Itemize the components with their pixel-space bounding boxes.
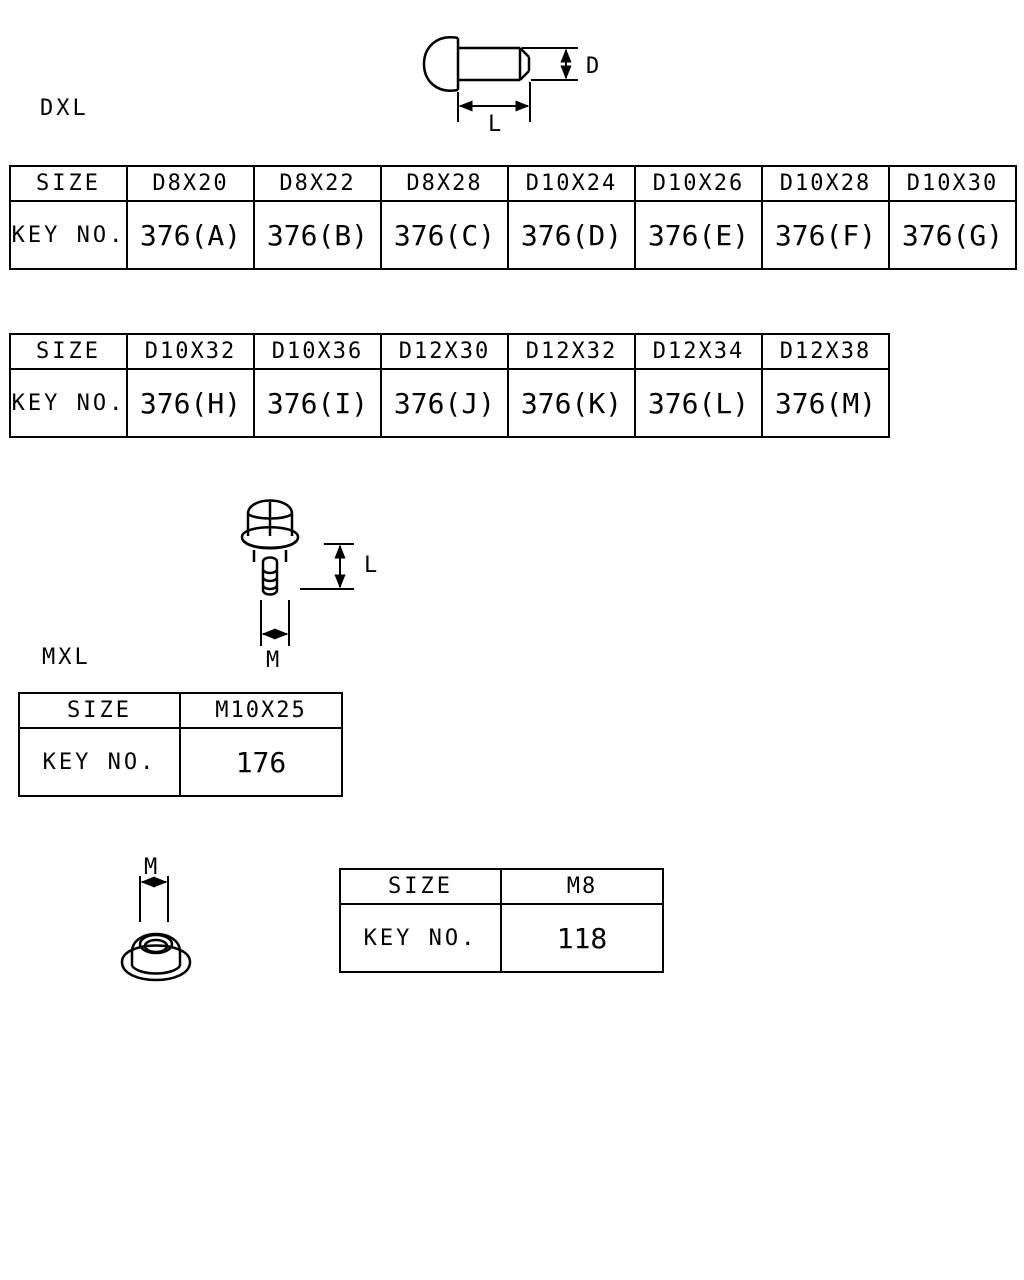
key-cell: 176 bbox=[179, 727, 343, 797]
bolt-dim-m-label: M bbox=[266, 648, 283, 673]
key-cell: 376(J) bbox=[380, 368, 509, 438]
key-cell: 376(F) bbox=[761, 200, 890, 270]
key-header-cell: KEY NO. bbox=[339, 903, 502, 973]
rivet-dimension-lines bbox=[457, 47, 578, 122]
size-cell: D8X28 bbox=[380, 165, 509, 202]
key-header-cell: KEY NO. bbox=[9, 368, 128, 438]
key-header-cell: KEY NO. bbox=[18, 727, 181, 797]
mxl-size-table: SIZE M10X25 KEY NO. 176 bbox=[18, 692, 343, 797]
rivet-dim-d-label: D bbox=[586, 54, 603, 79]
size-cell: D10X30 bbox=[888, 165, 1017, 202]
key-row: KEY NO. 376(A) 376(B) 376(C) 376(D) 376(… bbox=[9, 200, 1017, 270]
size-cell: D8X22 bbox=[253, 165, 382, 202]
size-row: SIZE M8 bbox=[339, 868, 664, 905]
key-cell: 376(D) bbox=[507, 200, 636, 270]
size-cell: D12X30 bbox=[380, 333, 509, 370]
key-row: KEY NO. 376(H) 376(I) 376(J) 376(K) 376(… bbox=[9, 368, 890, 438]
key-cell: 376(C) bbox=[380, 200, 509, 270]
size-cell: D10X36 bbox=[253, 333, 382, 370]
key-cell: 376(K) bbox=[507, 368, 636, 438]
size-header-cell: SIZE bbox=[18, 692, 181, 729]
key-cell: 376(E) bbox=[634, 200, 763, 270]
size-header-cell: SIZE bbox=[9, 165, 128, 202]
key-cell: 376(H) bbox=[126, 368, 255, 438]
key-row: KEY NO. 176 bbox=[18, 727, 343, 797]
dxl-section-label: DXL bbox=[40, 96, 89, 121]
size-cell: M8 bbox=[500, 868, 664, 905]
key-cell: 376(L) bbox=[634, 368, 763, 438]
bolt-illustration bbox=[240, 499, 300, 596]
dxl-size-table-1: SIZE D8X20 D8X22 D8X28 D10X24 D10X26 D10… bbox=[9, 165, 1017, 270]
dxl-size-table-2: SIZE D10X32 D10X36 D12X30 D12X32 D12X34 … bbox=[9, 333, 890, 438]
size-cell: D10X28 bbox=[761, 165, 890, 202]
size-row: SIZE D8X20 D8X22 D8X28 D10X24 D10X26 D10… bbox=[9, 165, 1017, 202]
mxl-section-label: MXL bbox=[42, 645, 91, 670]
size-cell: D12X32 bbox=[507, 333, 636, 370]
key-cell: 376(B) bbox=[253, 200, 382, 270]
bolt-dim-l-label: L bbox=[364, 553, 381, 578]
key-header-cell: KEY NO. bbox=[9, 200, 128, 270]
nut-illustration bbox=[120, 932, 192, 982]
nut-size-table: SIZE M8 KEY NO. 118 bbox=[339, 868, 664, 973]
rivet-illustration bbox=[422, 36, 531, 92]
size-header-cell: SIZE bbox=[339, 868, 502, 905]
nut-dim-m-label: M bbox=[144, 855, 161, 880]
size-cell: D10X32 bbox=[126, 333, 255, 370]
key-cell: 376(I) bbox=[253, 368, 382, 438]
size-cell: D10X26 bbox=[634, 165, 763, 202]
key-cell: 376(M) bbox=[761, 368, 890, 438]
bolt-dimension-lines bbox=[260, 543, 354, 646]
nut-dimension-lines bbox=[139, 876, 169, 922]
key-row: KEY NO. 118 bbox=[339, 903, 664, 973]
size-cell: D12X34 bbox=[634, 333, 763, 370]
size-header-cell: SIZE bbox=[9, 333, 128, 370]
size-cell: D8X20 bbox=[126, 165, 255, 202]
size-cell: D10X24 bbox=[507, 165, 636, 202]
key-cell: 376(A) bbox=[126, 200, 255, 270]
size-row: SIZE M10X25 bbox=[18, 692, 343, 729]
key-cell: 376(G) bbox=[888, 200, 1017, 270]
size-row: SIZE D10X32 D10X36 D12X30 D12X32 D12X34 … bbox=[9, 333, 890, 370]
rivet-dim-l-label: L bbox=[488, 112, 505, 137]
size-cell: D12X38 bbox=[761, 333, 890, 370]
size-cell: M10X25 bbox=[179, 692, 343, 729]
key-cell: 118 bbox=[500, 903, 664, 973]
